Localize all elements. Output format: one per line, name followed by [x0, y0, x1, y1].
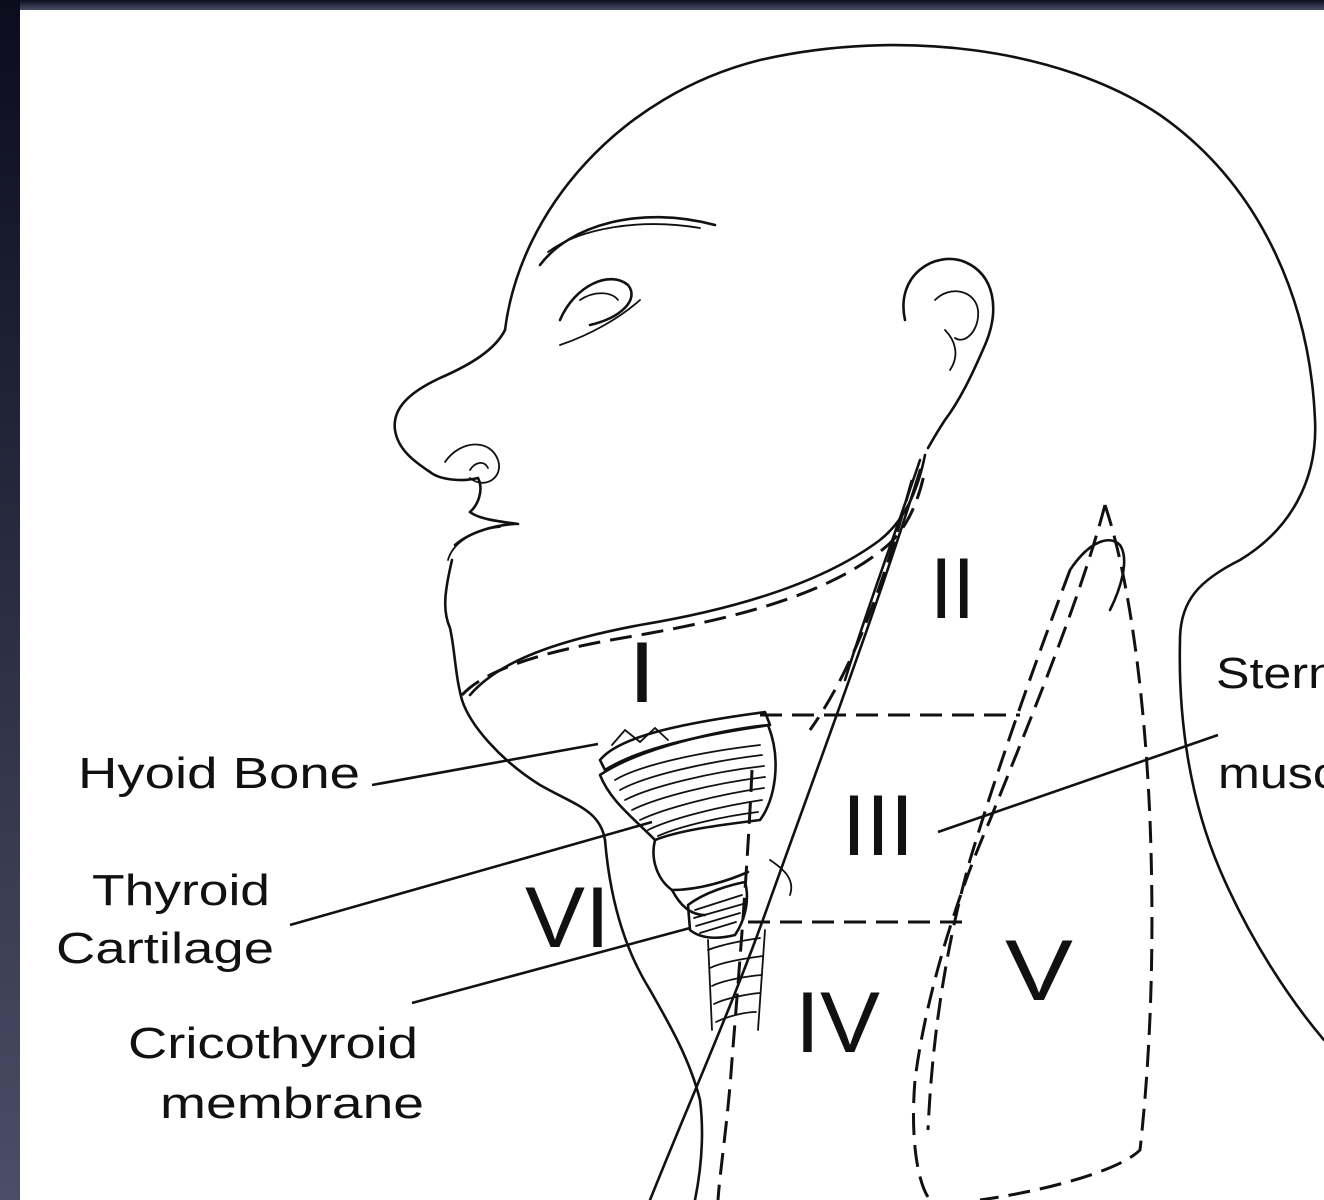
label-cricothyroid-line1: Cricothyroid: [128, 1019, 418, 1068]
region-level-1: I: [628, 625, 656, 721]
label-hyoid-bone: Hyoid Bone: [78, 749, 360, 798]
label-sternocleidomastoid-line2: musc: [1218, 749, 1324, 798]
label-thyroid-cartilage-line1: Thyroid: [92, 866, 270, 915]
leader-lines: [290, 735, 1218, 1003]
trachea-rings: [708, 930, 765, 1030]
region-labels: I II III IV V VI: [525, 541, 1073, 1071]
region-level-2: II: [930, 541, 975, 637]
label-thyroid-cartilage-line2: Cartilage: [56, 924, 274, 973]
region-level-6: VI: [525, 870, 610, 966]
region-level-5: V: [1005, 923, 1073, 1019]
label-sternocleidomastoid-line1: Stern: [1216, 649, 1324, 698]
scm-leader: [938, 735, 1218, 832]
label-cricothyroid-line2: membrane: [160, 1079, 424, 1128]
region-level-4: IV: [795, 975, 880, 1071]
larynx: [600, 712, 791, 1030]
region-level-3: III: [842, 778, 914, 874]
hyoid-leader: [372, 744, 598, 785]
